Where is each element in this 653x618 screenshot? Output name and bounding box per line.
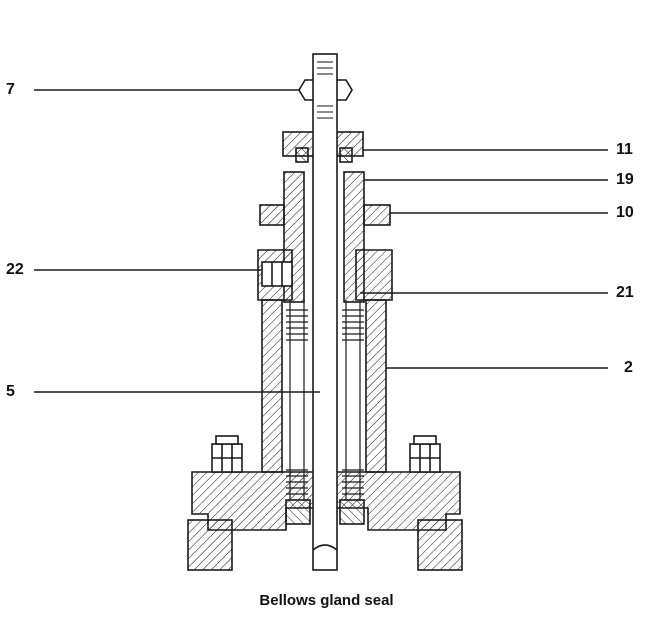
gland-right-sleeve [343,171,365,303]
body-right-wall [365,299,387,473]
label-11: 11 [616,141,633,158]
label-10: 10 [616,204,634,221]
label-22: 22 [6,261,24,278]
label-19: 19 [616,171,634,188]
gland-left-ear [259,204,285,226]
figure-caption: Bellows gland seal [259,592,394,609]
side-plug [261,261,293,287]
top-cap-right-seal [339,147,353,163]
bellows-seat-right [339,499,365,525]
stem [312,53,338,571]
bellows-seat-left [285,499,311,525]
label-7: 7 [6,81,15,98]
top-cap-left-seal [295,147,309,163]
stem-thread [317,61,333,119]
label-5: 5 [6,383,15,400]
label-2: 2 [624,359,633,376]
left-flange-bolt [211,435,243,473]
stem-break [312,544,338,551]
right-bellows [342,300,364,500]
right-flange-bolt [409,435,441,473]
gland-right-ear [363,204,391,226]
left-bellows [286,300,308,500]
label-21: 21 [616,284,634,301]
body-left-wall [261,299,283,473]
